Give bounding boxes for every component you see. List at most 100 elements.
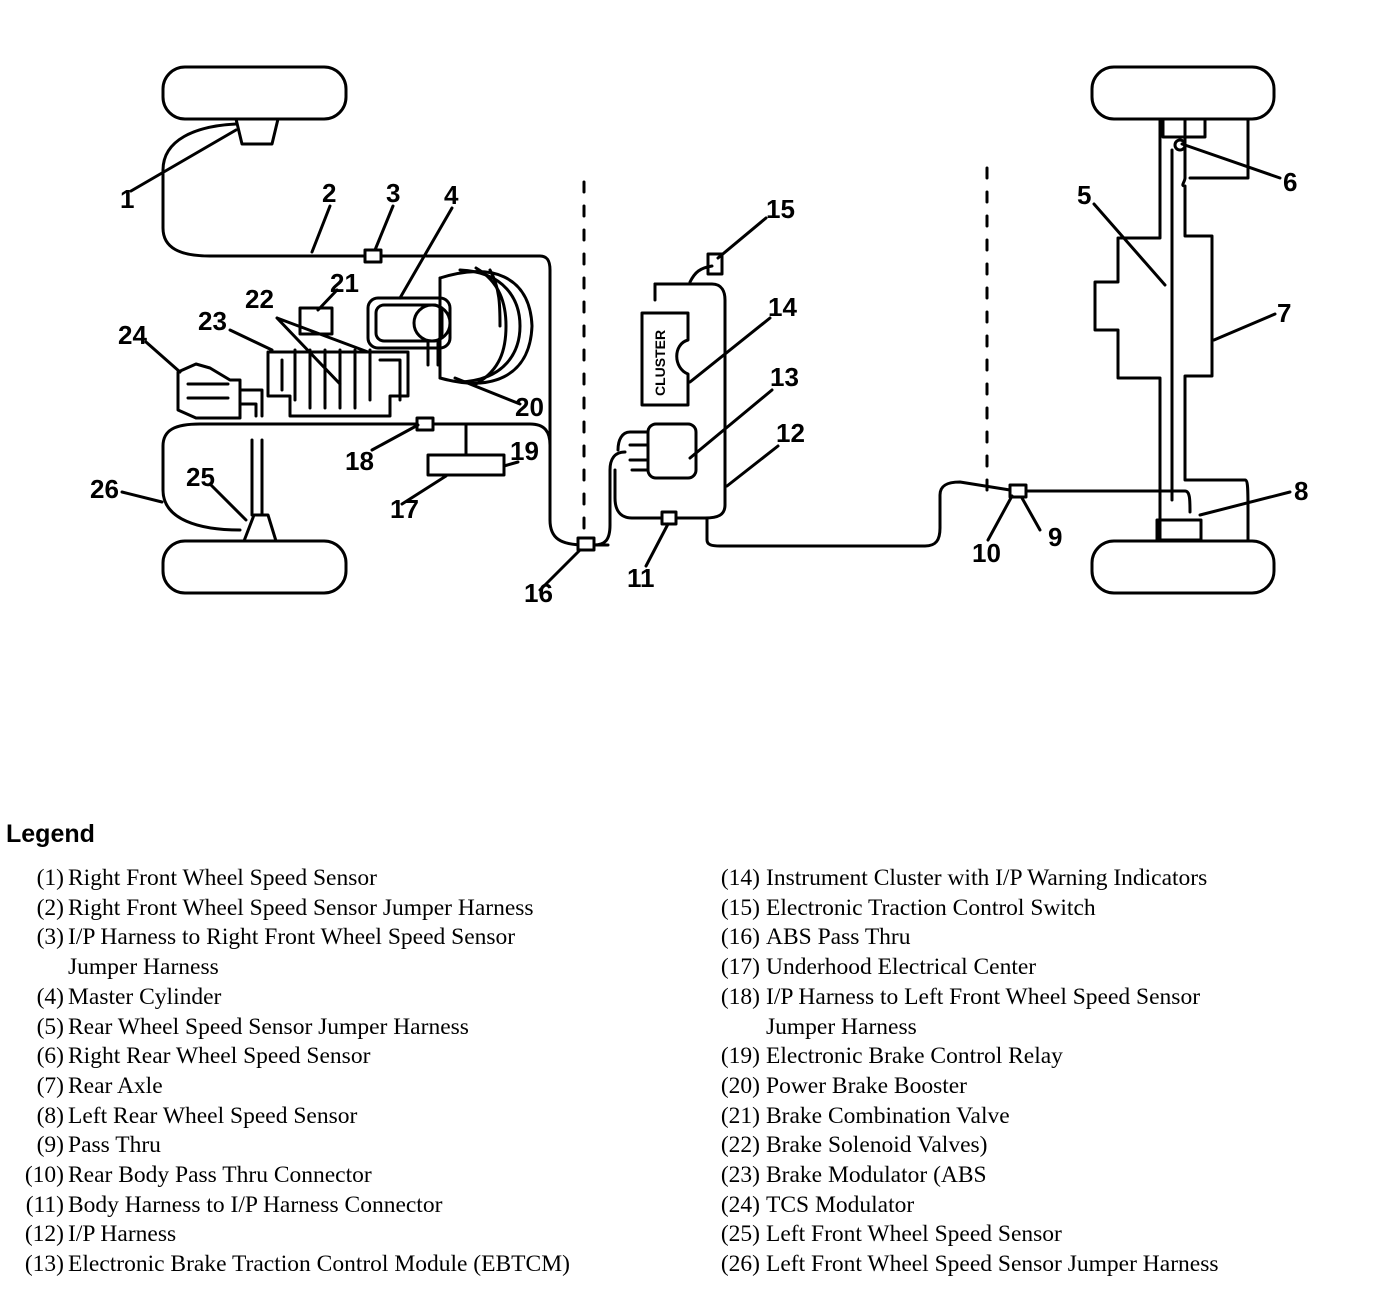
legend-num: (12) bbox=[24, 1221, 64, 1248]
legend-text: Left Rear Wheel Speed Sensor bbox=[68, 1102, 358, 1129]
left-front-jumper-harness bbox=[161, 422, 420, 532]
legend-item: Jumper Harness bbox=[704, 1013, 1364, 1043]
legend-num: (5) bbox=[36, 1013, 64, 1040]
legend-num: (22) bbox=[720, 1132, 760, 1159]
body-to-ip-connector bbox=[660, 510, 678, 526]
legend-item: (17)Underhood Electrical Center bbox=[704, 953, 1364, 983]
legend-item: (23)Brake Modulator (ABS bbox=[704, 1161, 1364, 1191]
legend-text: Left Front Wheel Speed Sensor bbox=[766, 1221, 1062, 1248]
legend-column-right: (14)Instrument Cluster with I/P Warning … bbox=[704, 864, 1364, 1280]
legend-text: Rear Body Pass Thru Connector bbox=[68, 1162, 372, 1189]
legend-item: (12)I/P Harness bbox=[6, 1220, 686, 1250]
right-rear-wheel-speed-sensor bbox=[1161, 117, 1207, 139]
legend-text: Right Front Wheel Speed Sensor Jumper Ha… bbox=[68, 894, 534, 921]
legend-text: I/P Harness to Left Front Wheel Speed Se… bbox=[766, 983, 1201, 1010]
legend-text: Rear Axle bbox=[68, 1072, 163, 1099]
legend-item: (1)Right Front Wheel Speed Sensor bbox=[6, 864, 686, 894]
legend-num: (13) bbox=[24, 1251, 64, 1278]
legend-num: (2) bbox=[36, 894, 64, 921]
legend-num: (3) bbox=[36, 924, 64, 951]
legend-num bbox=[6, 953, 68, 983]
brake-modulator bbox=[266, 350, 410, 418]
callout-5: 5 bbox=[1077, 180, 1091, 210]
legend-text: Jumper Harness bbox=[766, 1013, 917, 1040]
legend-text: Right Rear Wheel Speed Sensor bbox=[68, 1043, 371, 1070]
callout-9: 9 bbox=[1048, 522, 1062, 552]
callout-17: 17 bbox=[390, 494, 419, 524]
legend-item: (25)Left Front Wheel Speed Sensor bbox=[704, 1220, 1364, 1250]
right-front-jumper-harness bbox=[161, 122, 610, 547]
legend-num: (16) bbox=[720, 924, 760, 951]
callout-22: 22 bbox=[245, 284, 274, 314]
legend-text: Right Front Wheel Speed Sensor bbox=[68, 865, 377, 891]
legend-num: (11) bbox=[25, 1191, 64, 1218]
legend-num: (6) bbox=[36, 1043, 64, 1070]
legend-num: (23) bbox=[720, 1162, 760, 1189]
legend-item: (14)Instrument Cluster with I/P Warning … bbox=[704, 864, 1364, 894]
callout-13: 13 bbox=[770, 362, 799, 392]
underhood-electrical-center bbox=[426, 453, 506, 477]
legend-item: (3)I/P Harness to Right Front Wheel Spee… bbox=[6, 923, 686, 953]
legend-text: Power Brake Booster bbox=[766, 1072, 968, 1099]
legend-text: Brake Combination Valve bbox=[766, 1102, 1010, 1129]
legend-num: (19) bbox=[720, 1043, 760, 1070]
legend-num: (10) bbox=[24, 1162, 64, 1189]
callout-24: 24 bbox=[118, 320, 147, 350]
tcs-modulator bbox=[176, 362, 242, 420]
legend-num: (8) bbox=[36, 1102, 64, 1129]
callout-1: 1 bbox=[120, 184, 134, 214]
instrument-cluster bbox=[640, 311, 690, 407]
body-harness bbox=[705, 480, 1012, 548]
legend-num: (9) bbox=[36, 1132, 64, 1159]
abs-pass-thru bbox=[576, 536, 596, 552]
callout-3: 3 bbox=[386, 178, 400, 208]
callout-11: 11 bbox=[627, 563, 655, 593]
cluster-label: CLUSTER bbox=[652, 330, 668, 396]
ebtcm-module bbox=[646, 422, 698, 480]
callout-19: 19 bbox=[510, 436, 539, 466]
right-front-tire bbox=[161, 65, 348, 121]
abs-tcs-wiring-diagram: CLUSTER 1 2 3 4 5 6 7 8 9 10 11 12 13 14… bbox=[90, 65, 1308, 608]
legend-text: Left Front Wheel Speed Sensor Jumper Har… bbox=[766, 1251, 1219, 1278]
callout-23: 23 bbox=[198, 306, 227, 336]
legend-text: Brake Solenoid Valves) bbox=[766, 1132, 988, 1159]
legend-num: (26) bbox=[720, 1251, 760, 1278]
power-brake-booster bbox=[438, 270, 534, 385]
ip-harness bbox=[613, 282, 727, 520]
callout-21: 21 bbox=[330, 268, 359, 298]
callout-26: 26 bbox=[90, 474, 119, 504]
left-front-sensor-cable bbox=[250, 438, 264, 517]
left-front-tire bbox=[161, 539, 348, 595]
right-rear-tire bbox=[1090, 65, 1276, 121]
legend-num: (18) bbox=[720, 983, 760, 1010]
legend-item: (21)Brake Combination Valve bbox=[704, 1102, 1364, 1132]
legend-text: TCS Modulator bbox=[766, 1191, 915, 1218]
legend-num: (20) bbox=[720, 1072, 760, 1099]
callout-20: 20 bbox=[515, 392, 544, 422]
brake-combination-valve bbox=[298, 306, 334, 336]
legend-item: (7)Rear Axle bbox=[6, 1072, 686, 1102]
legend-num: (24) bbox=[720, 1191, 760, 1218]
legend-item: (13)Electronic Brake Traction Control Mo… bbox=[6, 1250, 686, 1280]
legend-text: I/P Harness bbox=[68, 1221, 177, 1248]
legend-text: Master Cylinder bbox=[68, 983, 222, 1010]
legend-item: (10)Rear Body Pass Thru Connector bbox=[6, 1161, 686, 1191]
legend-num: (17) bbox=[720, 954, 760, 981]
legend-item: (6)Right Rear Wheel Speed Sensor bbox=[6, 1042, 686, 1072]
callout-10: 10 bbox=[972, 538, 1001, 568]
callout-16: 16 bbox=[524, 578, 553, 608]
callout-15: 15 bbox=[766, 194, 795, 224]
legend-item: (22)Brake Solenoid Valves) bbox=[704, 1131, 1364, 1161]
legend-num: (14) bbox=[720, 865, 760, 891]
legend-num: (4) bbox=[36, 983, 64, 1010]
rear-axle bbox=[1093, 117, 1250, 543]
legend-text: Rear Wheel Speed Sensor Jumper Harness bbox=[68, 1013, 469, 1040]
legend-num: (7) bbox=[36, 1072, 64, 1099]
callout-25: 25 bbox=[186, 462, 215, 492]
left-front-wheel-speed-sensor bbox=[242, 513, 278, 543]
legend-text: Pass Thru bbox=[68, 1132, 161, 1159]
legend-text: Jumper Harness bbox=[68, 954, 219, 981]
right-front-wheel-speed-sensor bbox=[234, 117, 280, 146]
legend-item: (26)Left Front Wheel Speed Sensor Jumper… bbox=[704, 1250, 1364, 1280]
callout-2: 2 bbox=[322, 178, 336, 208]
